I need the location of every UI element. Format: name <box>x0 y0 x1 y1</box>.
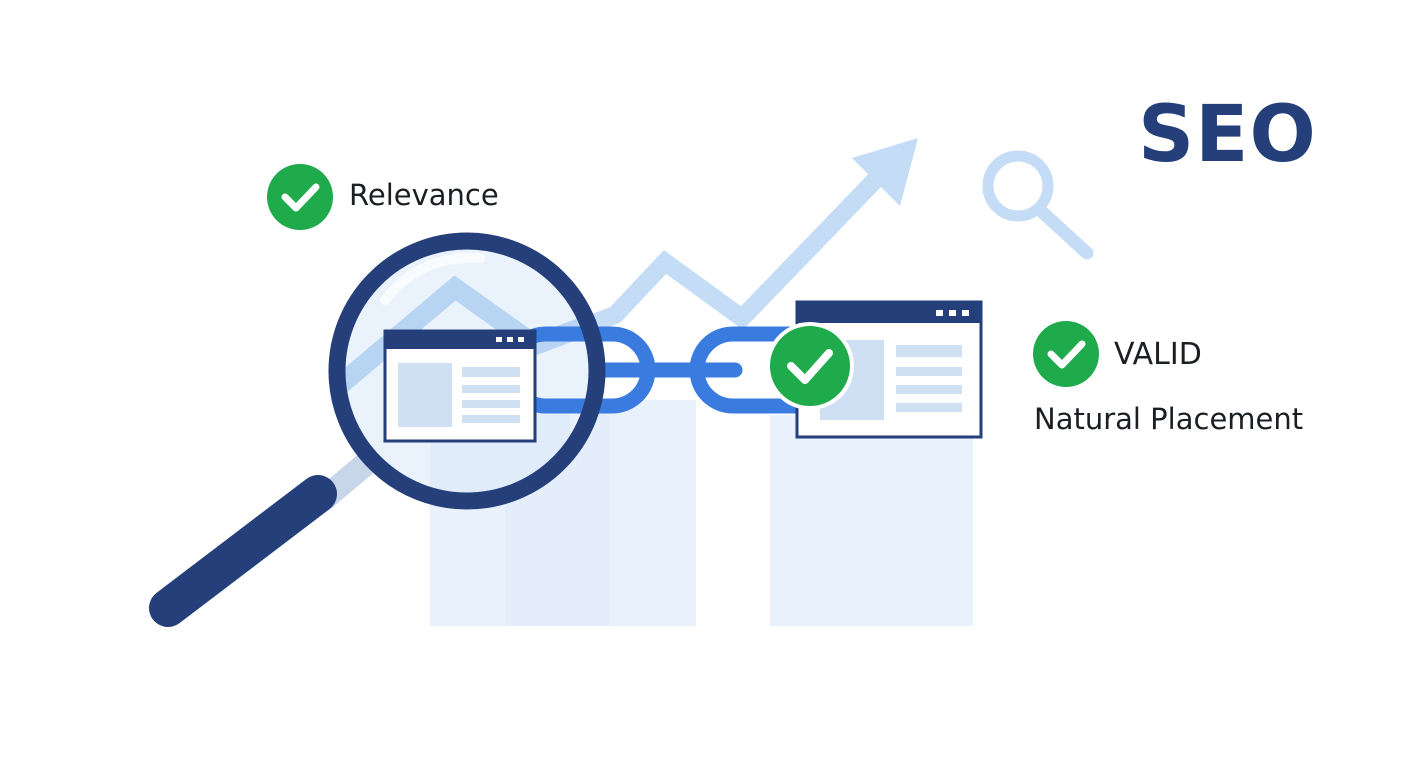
magnifier-handle <box>149 475 337 627</box>
window-dot <box>507 337 513 342</box>
check-circle-icon <box>267 164 333 230</box>
window-dot <box>962 310 969 316</box>
window-dot <box>518 337 524 342</box>
window-titlebar <box>385 331 535 349</box>
window-dot <box>949 310 956 316</box>
window-text-line <box>896 367 962 376</box>
seo-title: SEO <box>1138 90 1317 180</box>
valid-label: VALID <box>1114 337 1202 372</box>
window-image-block <box>398 363 452 427</box>
window-text-line <box>462 385 520 393</box>
window-text-line <box>462 400 520 408</box>
check-circle-icon <box>766 322 854 410</box>
magnifying-glass-icon <box>149 232 606 627</box>
window-text-line <box>896 345 962 357</box>
natural-placement-label: Natural Placement <box>1034 402 1304 436</box>
relevance-label: Relevance <box>349 178 499 212</box>
window-text-line <box>462 415 520 423</box>
check-circle-icon <box>1033 321 1099 387</box>
window-text-line <box>896 403 962 412</box>
background-column-right <box>770 415 973 626</box>
trend-arrowhead <box>852 138 918 206</box>
window-text-line <box>896 385 962 394</box>
browser-window-left <box>383 329 537 443</box>
search-icon <box>982 150 1094 260</box>
window-dot <box>496 337 502 342</box>
window-dot <box>936 310 943 316</box>
window-text-line <box>462 367 520 377</box>
magnifier-rim <box>328 232 606 510</box>
window-titlebar <box>797 302 981 323</box>
